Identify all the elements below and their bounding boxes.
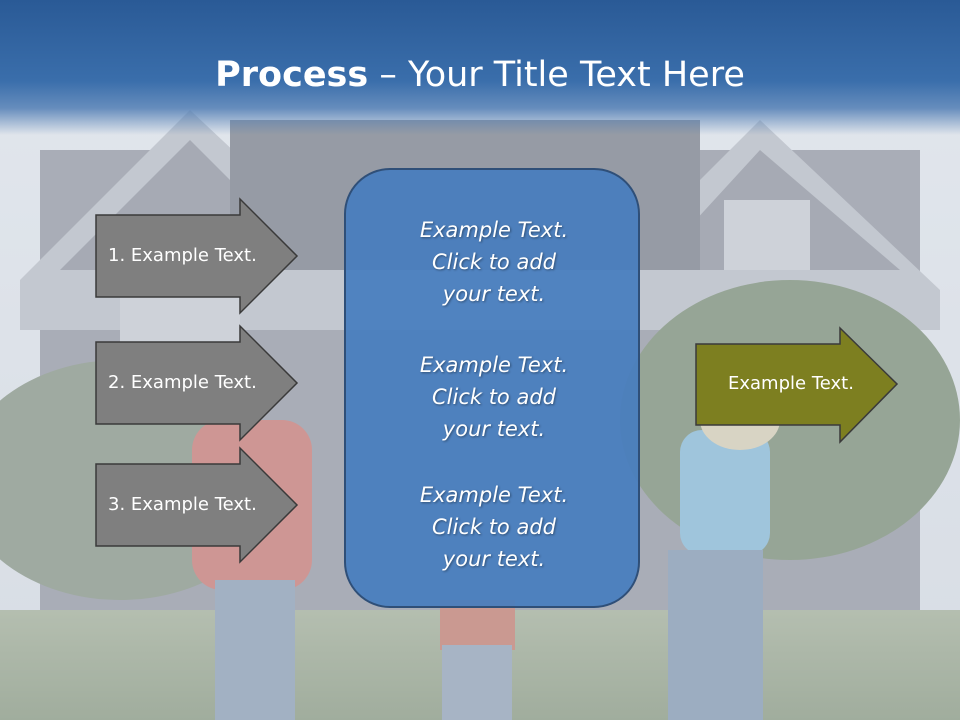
title-bold-text: Process	[215, 55, 369, 95]
title-rest-text: – Your Title Text Here	[368, 55, 745, 95]
center-item-1: Example Text. Click to add your text.	[346, 214, 642, 310]
title-header-band	[0, 0, 960, 135]
center-item-1-line-3: your text.	[442, 282, 546, 306]
center-item-2-line-1: Example Text.	[419, 353, 569, 377]
center-text-box[interactable]: Example Text. Click to add your text. Ex…	[344, 168, 640, 608]
center-item-2-line-2: Click to add	[431, 385, 556, 409]
center-item-1-line-1: Example Text.	[419, 218, 569, 242]
step-3-label: 3. Example Text.	[108, 494, 257, 515]
step-1-arrow[interactable]	[95, 197, 299, 315]
step-3-arrow[interactable]	[95, 446, 299, 564]
slide-title[interactable]: Process – Your Title Text Here	[0, 52, 960, 98]
result-arrow[interactable]	[695, 326, 899, 444]
step-1-label: 1. Example Text.	[108, 245, 257, 266]
center-item-2-line-3: your text.	[442, 417, 546, 441]
center-item-3-line-3: your text.	[442, 547, 546, 571]
center-item-1-line-2: Click to add	[431, 250, 556, 274]
center-item-2: Example Text. Click to add your text.	[346, 349, 642, 445]
center-item-3: Example Text. Click to add your text.	[346, 479, 642, 575]
center-item-3-line-2: Click to add	[431, 515, 556, 539]
step-2-arrow[interactable]	[95, 324, 299, 442]
result-label: Example Text.	[728, 373, 854, 394]
step-2-label: 2. Example Text.	[108, 372, 257, 393]
center-item-3-line-1: Example Text.	[419, 483, 569, 507]
